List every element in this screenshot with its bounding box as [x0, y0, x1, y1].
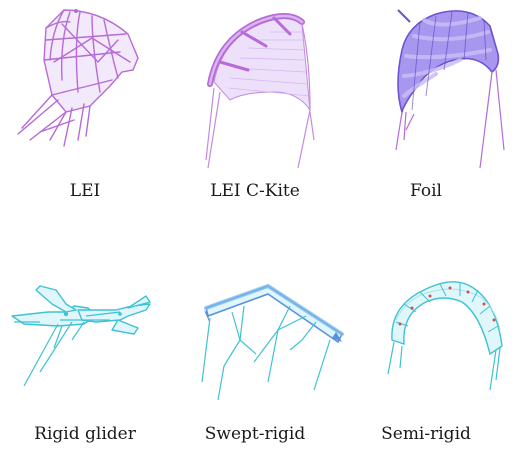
rigid-glider-figure: [0, 250, 170, 400]
lei-kite-icon: [0, 0, 170, 175]
caption-swept-rigid: Swept-rigid: [170, 424, 340, 444]
swept-rigid-figure: [170, 250, 340, 400]
rigid-glider-icon: [0, 250, 170, 400]
lei-figure: [0, 0, 170, 175]
semi-rigid-icon: [340, 250, 512, 400]
foil-kite-icon: [340, 0, 512, 175]
caption-rigid-glider: Rigid glider: [0, 424, 170, 444]
caption-lei: LEI: [0, 181, 170, 201]
caption-semi-rigid: Semi-rigid: [341, 424, 511, 444]
swept-rigid-icon: [170, 250, 340, 400]
lei-c-kite-figure: [170, 0, 340, 175]
caption-lei-c-kite: LEI C-Kite: [170, 181, 340, 201]
lei-c-kite-icon: [170, 0, 340, 175]
semi-rigid-figure: [340, 250, 512, 400]
foil-figure: [340, 0, 512, 175]
caption-foil: Foil: [341, 181, 511, 201]
